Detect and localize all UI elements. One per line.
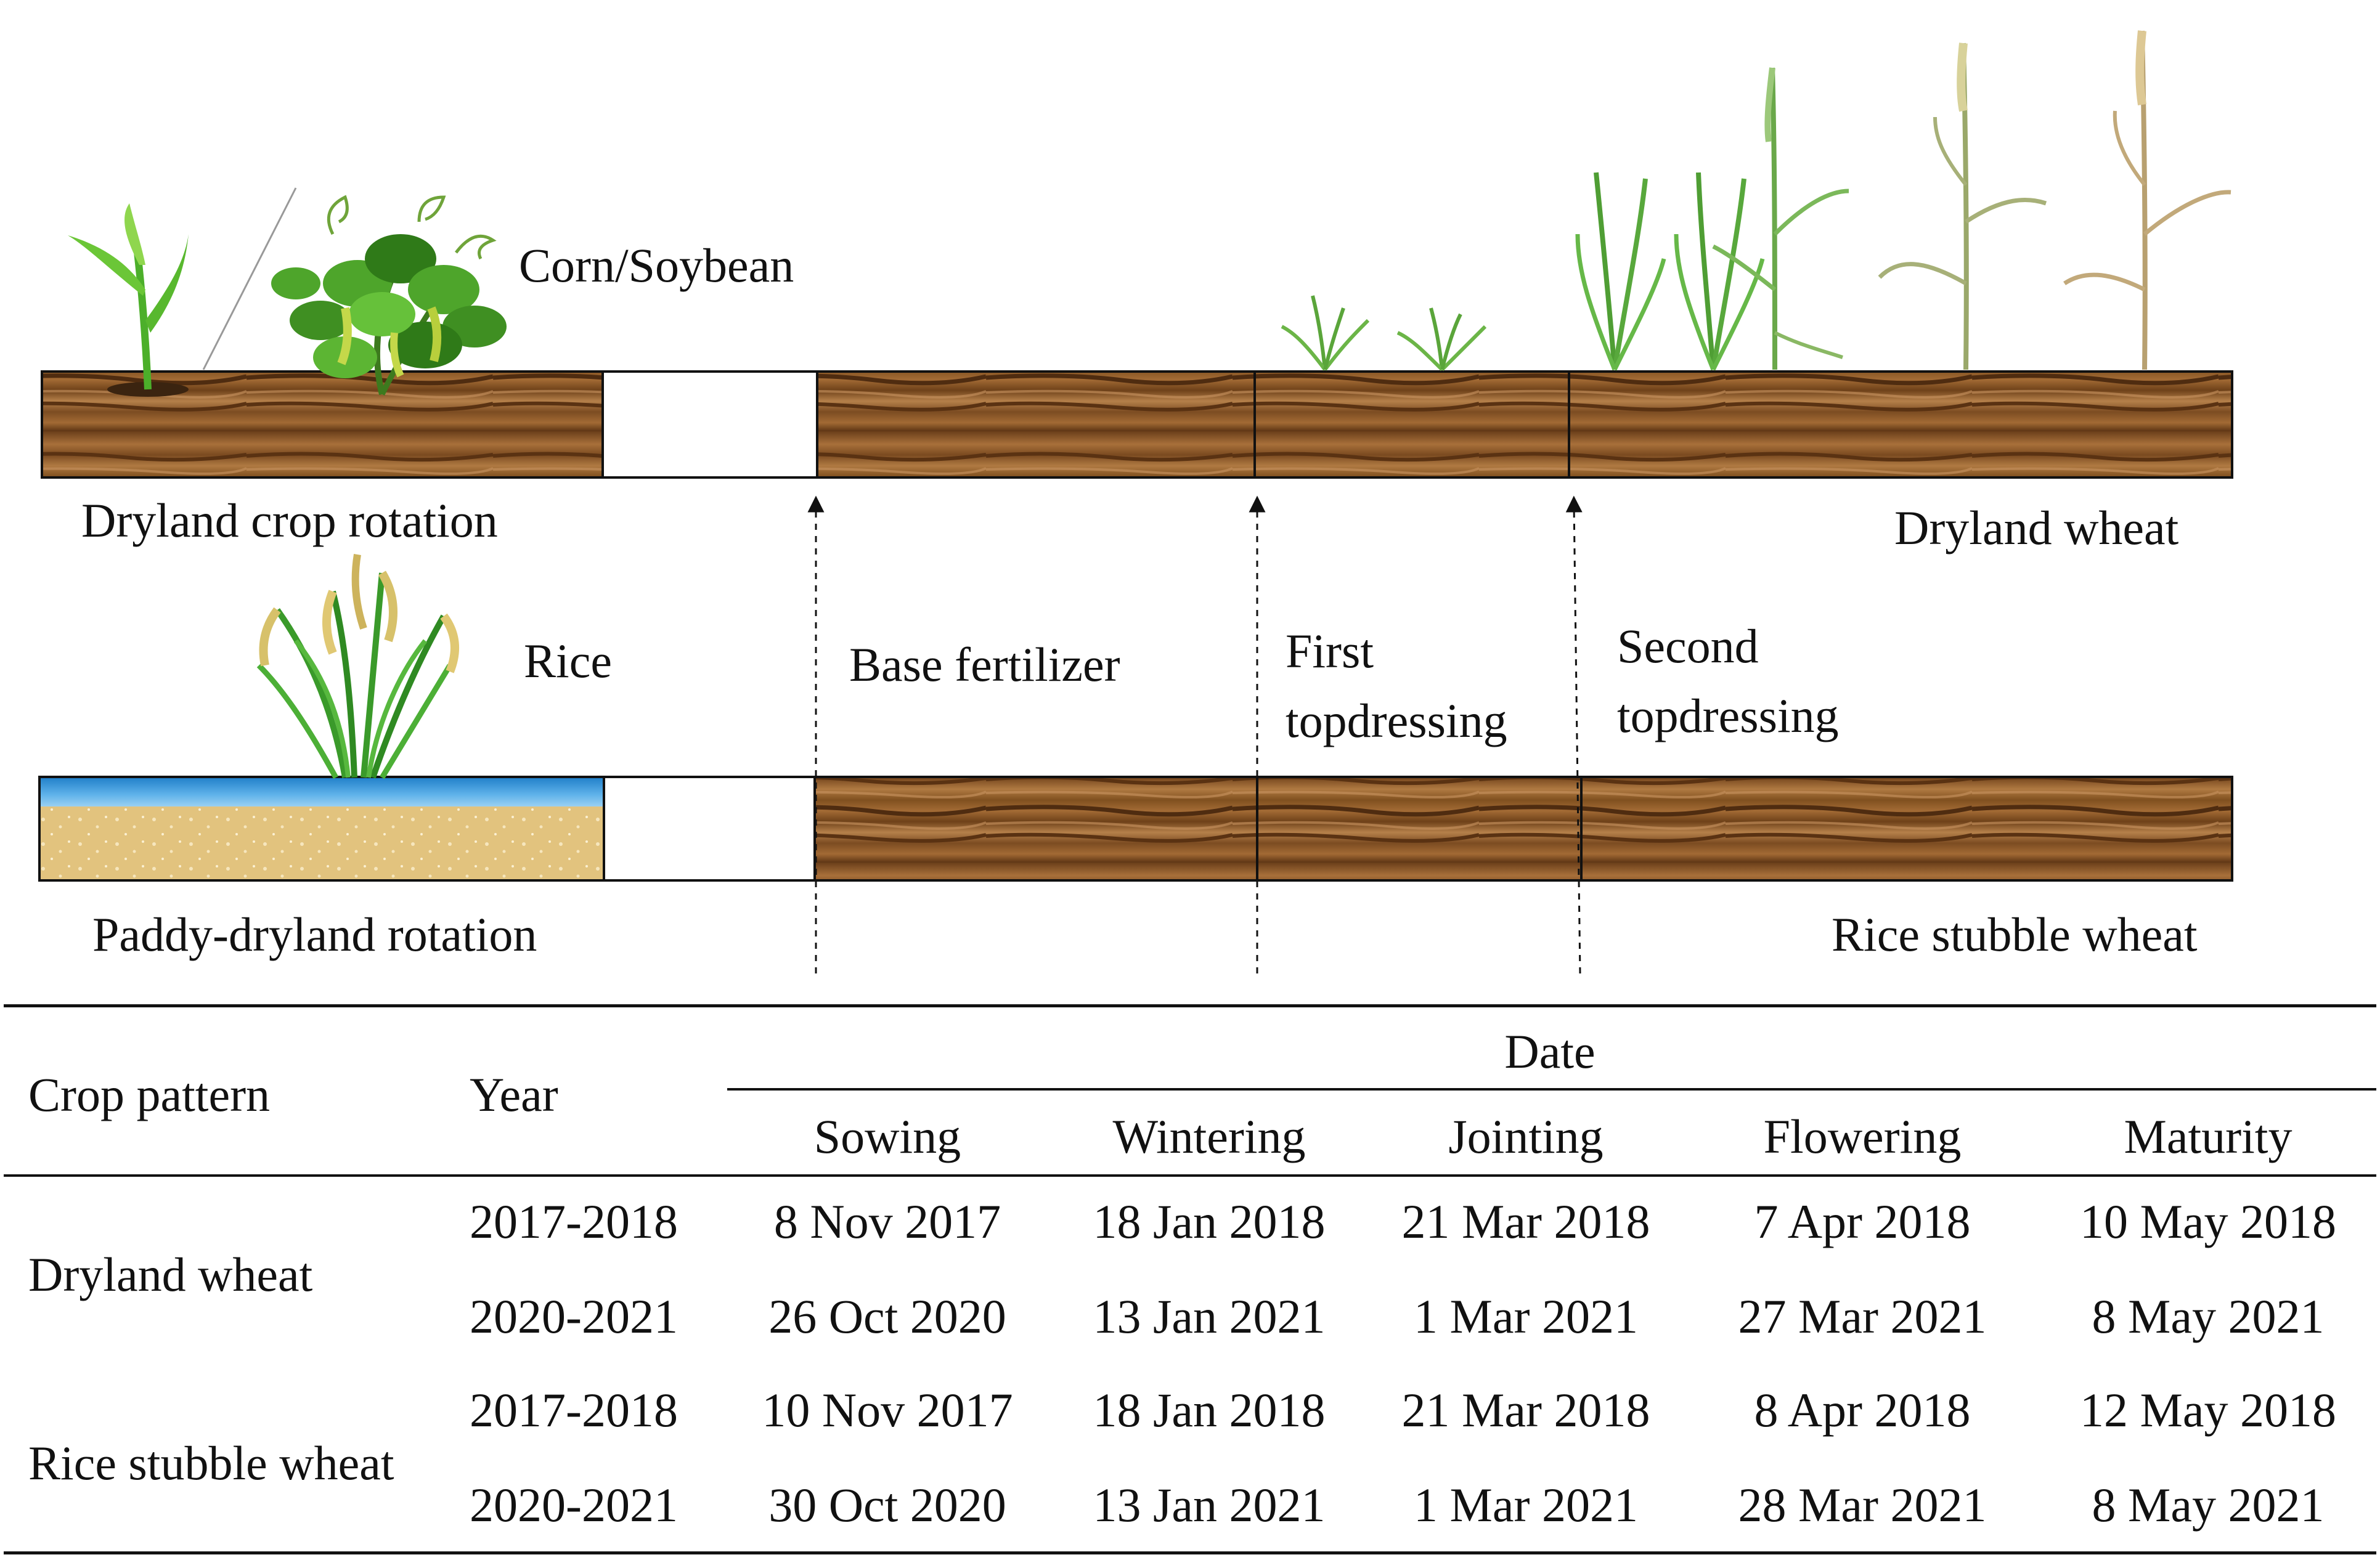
table-top-rule [4,1004,2376,1007]
paddy-rotation-label: Paddy-dryland rotation [92,908,537,961]
first-topdressing-label: First topdressing [1286,624,1507,748]
dryland-rotation-label: Dryland crop rotation [81,494,498,547]
cell-sowing: 30 Oct 2020 [768,1478,1006,1532]
rice-label: Rice [524,634,612,688]
soybean-plant-icon [271,195,507,396]
header-wintering: Wintering [1112,1110,1306,1163]
group-label-rice-stubble-wheat: Rice stubble wheat [28,1436,394,1490]
cell-maturity: 10 May 2018 [2080,1195,2336,1248]
dryland-wheat-label: Dryland wheat [1894,501,2179,555]
paddy-soil-right [813,776,2233,882]
wheat-jointing-icon [1712,67,1849,370]
paddy-fallow-gap [603,776,816,882]
cell-maturity: 8 May 2021 [2092,1290,2325,1343]
cell-flowering: 28 Mar 2021 [1738,1478,1987,1532]
corn-soybean-label: Corn/Soybean [519,238,794,292]
wheat-tillering-icon [1575,172,1765,371]
cell-wintering: 13 Jan 2021 [1093,1290,1326,1343]
cell-maturity: 12 May 2018 [2080,1383,2336,1437]
cell-sowing: 26 Oct 2020 [768,1290,1006,1343]
cell-flowering: 27 Mar 2021 [1738,1290,1987,1343]
dryland-soil-right [816,370,2233,479]
cell-jointing: 1 Mar 2021 [1414,1478,1638,1532]
group-label-dryland-wheat: Dryland wheat [28,1248,313,1301]
divider-slash [202,187,297,370]
row-year: 2017-2018 [470,1195,678,1248]
header-flowering: Flowering [1763,1110,1962,1163]
rice-stubble-wheat-label: Rice stubble wheat [1832,908,2198,961]
paddy-sand [39,806,604,880]
date-group-rule [727,1088,2376,1091]
header-crop-pattern: Crop pattern [28,1068,271,1121]
cell-flowering: 7 Apr 2018 [1754,1195,1971,1248]
second-topdressing-label: Second topdressing [1617,619,1839,743]
cell-wintering: 18 Jan 2018 [1093,1383,1326,1437]
cell-flowering: 8 Apr 2018 [1754,1383,1971,1437]
cell-jointing: 21 Mar 2018 [1401,1383,1650,1437]
cell-jointing: 1 Mar 2021 [1414,1290,1638,1343]
header-sowing: Sowing [813,1110,961,1163]
row-year: 2017-2018 [470,1383,678,1437]
base-fertilizer-label: Base fertilizer [849,638,1120,691]
second-topdressing-arrow [1565,495,1583,974]
corn-seedling-icon [68,203,189,397]
row-year: 2020-2021 [470,1478,678,1532]
wheat-seedling-icon [1281,295,1487,372]
rice-plant-icon [256,554,459,779]
cell-wintering: 18 Jan 2018 [1093,1195,1326,1248]
cell-sowing: 8 Nov 2017 [773,1195,1001,1248]
row-year: 2020-2021 [470,1290,678,1343]
wheat-mature-icon [2063,30,2231,370]
cell-maturity: 8 May 2021 [2092,1478,2325,1532]
header-maturity: Maturity [2124,1110,2292,1163]
dryland-fallow-gap [601,370,818,479]
table-header-rule [4,1174,2376,1177]
header-jointing: Jointing [1448,1110,1604,1163]
header-year: Year [470,1068,558,1121]
cell-jointing: 21 Mar 2018 [1401,1195,1650,1248]
cell-wintering: 13 Jan 2021 [1093,1478,1326,1532]
cell-sowing: 10 Nov 2017 [762,1383,1013,1437]
paddy-water [39,777,604,806]
table-bottom-rule [4,1551,2376,1554]
header-date-group: Date [1504,1025,1595,1078]
rotation-diagram [38,30,2233,974]
wheat-flowering-icon [1878,43,2047,370]
